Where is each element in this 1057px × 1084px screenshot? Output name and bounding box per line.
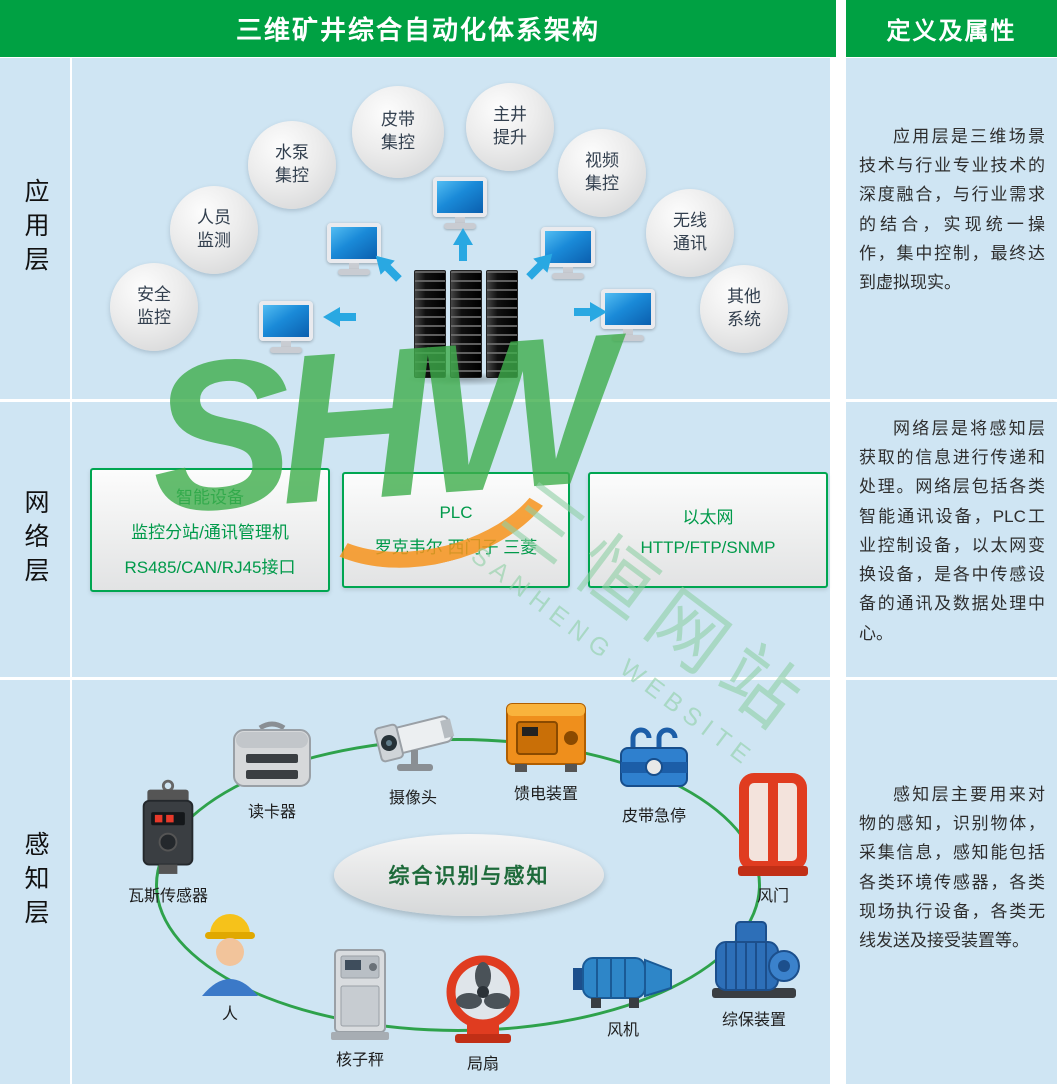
netbox-line: PLC <box>439 502 473 522</box>
perception-layer-row: 感知层 综合识别与感知 瓦斯传感器 <box>0 680 1057 1084</box>
nuclear-scale-icon <box>331 949 389 1040</box>
device-label: 核子秤 <box>335 1052 384 1069</box>
device-label: 人 <box>221 1006 238 1023</box>
device-person: 人 <box>168 900 292 1024</box>
gas-sensor-icon <box>142 779 194 874</box>
network-layer-row: 网络层 智能设备 监控分站/通讯管理机 RS485/CAN/RJ45接口 PLC… <box>0 402 1057 677</box>
bubble-safety-monitoring: 安全 监控 <box>110 263 198 351</box>
netbox-line: HTTP/FTP/SNMP <box>640 537 776 557</box>
device-label: 风机 <box>606 1022 639 1039</box>
perception-layer-description: 感知层主要用来对物的感知，识别物体，采集信息，感知能包括各类环境传感器，各类现场… <box>846 680 1057 1084</box>
network-layer-label-cell: 网络层 <box>0 402 70 677</box>
bubble-other-systems: 其他 系统 <box>700 265 788 353</box>
device-label: 瓦斯传感器 <box>127 888 208 905</box>
network-box-ethernet: 以太网 HTTP/FTP/SNMP <box>588 472 828 588</box>
attrs-title: 定义及属性 <box>886 18 1017 45</box>
camera-icon <box>374 715 455 771</box>
server-icon <box>414 270 446 378</box>
server-icon <box>450 270 482 378</box>
bubble-wireless-comm: 无线 通讯 <box>646 189 734 277</box>
netbox-line: RS485/CAN/RJ45接口 <box>124 557 296 577</box>
device-label: 摄像头 <box>388 790 437 807</box>
perception-diagram: 综合识别与感知 瓦斯传感器 <box>72 680 830 1084</box>
server-icon <box>486 270 518 378</box>
arrow-upright-icon <box>526 253 553 280</box>
bubble-pump-control: 水泵 集控 <box>248 121 336 209</box>
device-label: 读卡器 <box>247 804 296 821</box>
header-title-bar: 三维矿井综合自动化体系架构 <box>0 0 836 57</box>
network-diagram: 智能设备 监控分站/通讯管理机 RS485/CAN/RJ45接口 PLC 罗克韦… <box>72 402 830 677</box>
network-layer-description: 网络层是将感知层获取的信息进行传递和处理。网络层包括各类智能通讯设备，PLC工业… <box>846 402 1057 677</box>
arrow-right-icon <box>574 302 607 322</box>
card-reader-icon <box>233 721 311 787</box>
arrow-left-icon <box>323 307 356 327</box>
description-text: 感知层主要用来对物的感知，识别物体，采集信息，感知能包括各类环境传感器，各类现场… <box>859 785 1045 951</box>
bubble-belt-control: 皮带 集控 <box>352 86 444 178</box>
netbox-line: 智能设备 <box>176 487 244 507</box>
local-fan-icon <box>446 955 520 1043</box>
device-nuclear-scale: 核子秤 <box>298 946 422 1070</box>
bubble-personnel-monitoring: 人员 监测 <box>170 186 258 274</box>
netbox-line: 以太网 <box>682 507 734 527</box>
arrow-upleft-icon <box>375 255 402 282</box>
layer-label: 感知层 <box>21 831 49 933</box>
fan-icon <box>573 957 672 1008</box>
network-box-plc: PLC 罗克韦尔 西门子 三菱 <box>342 472 570 588</box>
device-air-door: 风门 <box>711 772 835 906</box>
layer-label: 应用层 <box>21 177 49 280</box>
device-camera: 摄像头 <box>351 702 475 808</box>
description-text: 网络层是将感知层获取的信息进行传递和处理。网络层包括各类智能通讯设备，PLC工业… <box>859 419 1045 643</box>
feeder-icon <box>506 703 586 772</box>
server-rack-icon <box>404 270 528 386</box>
device-belt-stop: 皮带急停 <box>592 722 716 826</box>
application-layer-row: 应用层 安全 监控 人员 监测 水泵 集控 皮带 集控 主井 提升 视频 集控 … <box>0 58 1057 399</box>
application-layer-description: 应用层是三维场景技术与行业专业技术的深度融合，与行业需求的结合，实现统一操作，集… <box>846 58 1057 399</box>
device-label: 馈电装置 <box>513 786 578 803</box>
air-door-icon <box>738 773 808 876</box>
bubble-video-control: 视频 集控 <box>558 129 646 217</box>
device-feeder: 馈电装置 <box>484 696 608 804</box>
perception-center: 综合识别与感知 <box>334 834 604 916</box>
monitor-icon <box>326 223 382 275</box>
device-local-fan: 局扇 <box>421 954 545 1074</box>
device-card-reader: 读卡器 <box>210 718 334 822</box>
network-box-smart-devices: 智能设备 监控分站/通讯管理机 RS485/CAN/RJ45接口 <box>90 468 330 592</box>
person-icon <box>202 914 258 996</box>
device-label: 局扇 <box>466 1056 499 1073</box>
device-protection: 综保装置 <box>692 914 816 1030</box>
device-label: 风门 <box>756 888 789 905</box>
device-gas-sensor: 瓦斯传感器 <box>106 778 230 906</box>
monitor-icon <box>258 301 314 353</box>
netbox-line: 监控分站/通讯管理机 <box>131 522 289 542</box>
perception-ring <box>155 738 761 1032</box>
device-label: 皮带急停 <box>621 808 686 825</box>
device-fan: 风机 <box>561 944 685 1040</box>
description-text: 应用层是三维场景技术与行业专业技术的深度融合，与行业需求的结合，实现统一操作，集… <box>859 127 1045 293</box>
layer-label: 网络层 <box>21 488 49 591</box>
perception-center-label: 综合识别与感知 <box>388 865 550 888</box>
protection-device-icon <box>712 921 800 998</box>
monitor-icon <box>600 289 656 341</box>
device-label: 综保装置 <box>721 1012 786 1029</box>
arrow-up-icon <box>453 228 473 261</box>
application-diagram: 安全 监控 人员 监测 水泵 集控 皮带 集控 主井 提升 视频 集控 无线 通… <box>72 58 830 399</box>
application-layer-label-cell: 应用层 <box>0 58 70 399</box>
page-title: 三维矿井综合自动化体系架构 <box>235 15 600 45</box>
bubble-main-shaft-hoist: 主井 提升 <box>466 83 554 171</box>
netbox-line: 罗克韦尔 西门子 三菱 <box>374 537 538 557</box>
header-attrs-bar: 定义及属性 <box>846 0 1057 57</box>
perception-layer-label-cell: 感知层 <box>0 680 70 1084</box>
monitor-icon <box>432 177 488 229</box>
belt-stop-icon <box>620 727 688 787</box>
server-shadow <box>404 372 528 386</box>
